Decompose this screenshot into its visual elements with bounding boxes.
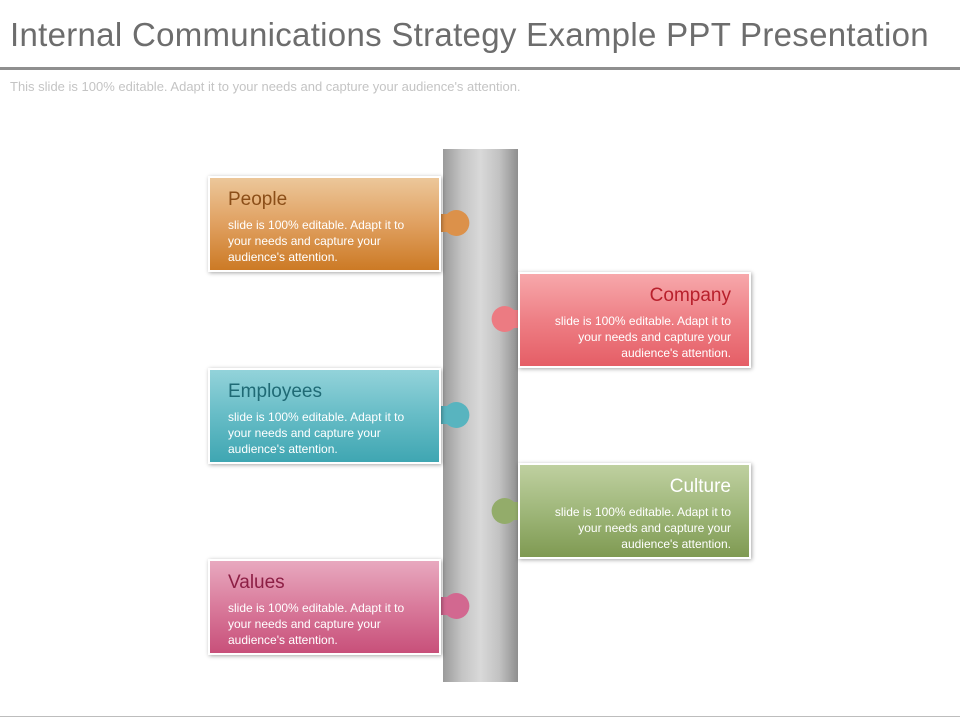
people-heading: People: [228, 189, 288, 210]
employees-card: Employees slide is 100% editable. Adapt …: [208, 368, 441, 464]
culture-text: slide is 100% editable. Adapt it to your…: [554, 505, 731, 551]
central-pillar: [443, 149, 518, 682]
bottom-divider: [0, 716, 960, 717]
values-text: slide is 100% editable. Adapt it to your…: [228, 601, 405, 647]
company-heading: Company: [649, 285, 731, 306]
slide-subtitle: This slide is 100% editable. Adapt it to…: [10, 79, 521, 94]
company-text: slide is 100% editable. Adapt it to your…: [554, 314, 731, 360]
values-heading: Values: [228, 572, 285, 593]
culture-heading: Culture: [669, 476, 731, 497]
company-card: Company slide is 100% editable. Adapt it…: [518, 272, 751, 368]
title-divider: [0, 67, 960, 70]
slide-title: Internal Communications Strategy Example…: [10, 16, 929, 53]
people-text: slide is 100% editable. Adapt it to your…: [228, 218, 405, 264]
people-card: People slide is 100% editable. Adapt it …: [208, 176, 441, 272]
employees-heading: Employees: [228, 381, 322, 402]
employees-text: slide is 100% editable. Adapt it to your…: [228, 410, 405, 456]
values-card: Values slide is 100% editable. Adapt it …: [208, 559, 441, 655]
culture-card: Culture slide is 100% editable. Adapt it…: [518, 463, 751, 559]
